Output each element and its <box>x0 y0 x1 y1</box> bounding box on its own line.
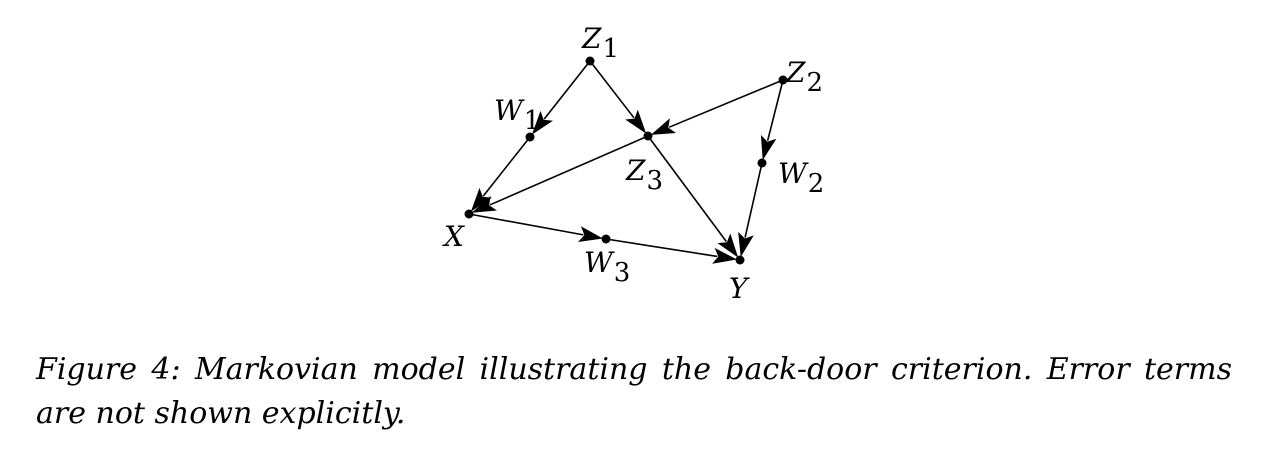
arrowhead <box>471 195 497 213</box>
node-w3: W3 <box>584 234 630 288</box>
node-dot <box>757 158 767 168</box>
edge-z2-w2 <box>760 79 784 161</box>
node-x: X <box>442 209 474 253</box>
node-z1: Z1 <box>581 22 619 66</box>
arrowhead <box>717 233 739 258</box>
edge-line <box>766 79 784 141</box>
node-z3: Z3 <box>625 131 663 196</box>
node-dot <box>735 255 745 265</box>
node-label: Z2 <box>785 56 823 98</box>
edge-line <box>668 79 784 128</box>
edge-w2-y <box>738 162 763 258</box>
node-label: X <box>442 220 465 253</box>
arrowhead <box>650 118 676 135</box>
arrowhead <box>578 226 603 242</box>
node-label: Y <box>729 272 750 305</box>
edge-w3-y <box>605 238 737 264</box>
edge-line <box>468 213 584 236</box>
edge-line <box>744 162 763 238</box>
node-label: Z1 <box>581 22 619 64</box>
arrowhead <box>738 231 754 258</box>
figure-caption-label: Figure 4 <box>36 352 171 387</box>
edge-line <box>482 136 531 197</box>
node-dot <box>525 132 535 142</box>
node-dot <box>585 56 595 66</box>
node-dot <box>601 234 611 244</box>
arrowhead <box>470 187 492 212</box>
node-w2: W2 <box>757 157 824 199</box>
arrowhead <box>712 247 737 264</box>
edge-line <box>489 135 649 206</box>
edge-line <box>543 60 591 120</box>
node-y: Y <box>729 255 750 305</box>
node-z2: Z2 <box>778 56 823 98</box>
node-label: Z3 <box>625 154 663 196</box>
node-label: W2 <box>778 157 824 199</box>
arrowhead <box>531 110 553 135</box>
figure-caption: Figure 4: Markovian model illustrating t… <box>36 348 1232 436</box>
edge-z1-w1 <box>531 60 591 135</box>
edge-z3-y <box>647 135 739 258</box>
edge-z2-z3 <box>650 79 784 135</box>
edge-z3-x <box>471 135 649 213</box>
edge-w1-x <box>470 136 531 212</box>
node-dot <box>778 75 788 85</box>
edge-line <box>647 135 727 243</box>
node-w1: W1 <box>494 94 540 142</box>
edge-line <box>589 60 635 119</box>
diagram-edges <box>468 60 784 264</box>
edge-z1-z3 <box>589 60 647 134</box>
figure-caption-text: : Markovian model illustrating the back-… <box>36 352 1232 431</box>
arrowhead <box>625 109 647 134</box>
node-label: W3 <box>584 246 630 288</box>
node-dot <box>464 209 474 219</box>
edge-line <box>605 238 718 258</box>
node-label: W1 <box>494 94 540 136</box>
edge-x-w3 <box>468 213 603 242</box>
node-dot <box>643 131 653 141</box>
arrowhead <box>760 134 777 161</box>
